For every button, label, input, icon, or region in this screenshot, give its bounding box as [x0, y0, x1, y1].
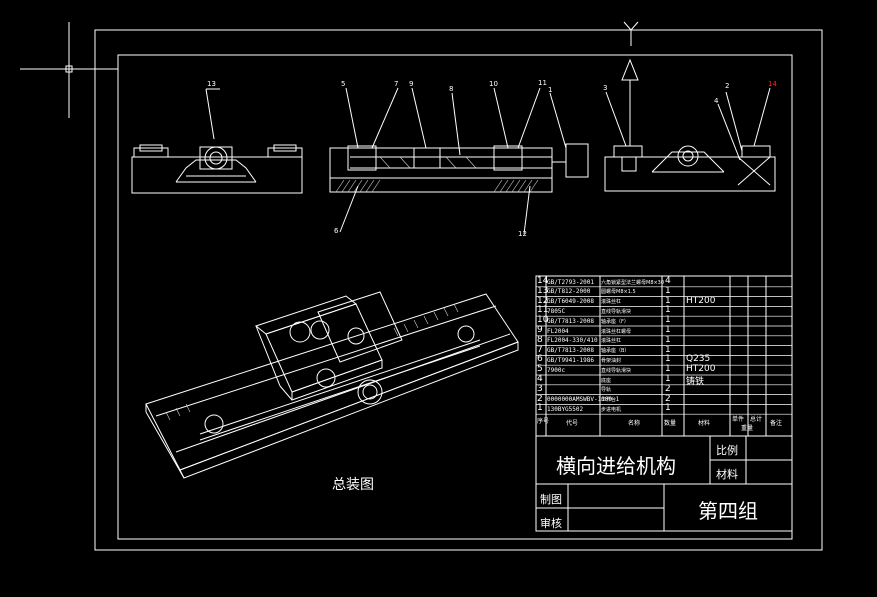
- bom-cell-code: GB/T7813-2008: [547, 347, 594, 355]
- bom-cell-code: GB/T6049-2008: [547, 298, 594, 306]
- balloon-13: 13: [207, 80, 216, 88]
- bom-cell-no: 14: [537, 276, 549, 286]
- scale-label: 比例: [716, 444, 738, 457]
- bom-cell-code: 0000000AMSWBV-1000-1: [547, 396, 620, 404]
- balloon-4: 4: [714, 97, 719, 105]
- balloon-7: 7: [394, 80, 399, 88]
- bom-cell-name: 轴承座（F）: [601, 318, 629, 325]
- bom-cell-name: 滚珠丝杠螺母: [601, 328, 632, 335]
- ucs-y-axis-icon: [623, 21, 639, 46]
- bom-cell-no: 13: [537, 285, 549, 296]
- bom-cell-no: 11: [537, 305, 549, 316]
- bom-cell-qty: 1: [665, 364, 671, 375]
- material-label: 材料: [716, 468, 738, 481]
- balloon-5: 5: [341, 80, 346, 88]
- crosshair-cursor-icon: [20, 22, 118, 118]
- isometric-assembly-view: [145, 291, 519, 479]
- balloon-11: 11: [538, 79, 547, 87]
- bom-cell-code: 130BYG5502: [547, 405, 584, 413]
- bom-table-grid: [535, 275, 793, 437]
- bom-cell-code: FL2004: [547, 327, 569, 335]
- bom-cell-material: HT200: [686, 364, 716, 375]
- bom-cell-qty: 1: [665, 334, 671, 345]
- bom-cell-name: 直线导轨滑块: [601, 367, 632, 374]
- group-name: 第四组: [698, 499, 758, 523]
- bom-cell-no: 2: [537, 393, 543, 404]
- bom-cell-no: 1: [537, 403, 543, 414]
- bom-cell-material: HT200: [686, 295, 716, 306]
- bom-cell-qty: 1: [665, 374, 671, 384]
- bom-cell-no: 9: [537, 325, 543, 335]
- bom-cell-material: Q235: [686, 354, 711, 365]
- outer-frame: [94, 29, 823, 551]
- bom-cell-name: 六角锁紧型法兰螺母M8×30: [601, 279, 665, 286]
- bom-cell-code: GB/T9941-1986: [547, 356, 594, 364]
- bom-header-name: 名称: [628, 420, 641, 427]
- bom-cell-code: GB/T812-2000: [547, 288, 591, 296]
- bom-header-total: 总计: [750, 416, 763, 423]
- drawing-title: 横向进给机构: [556, 454, 676, 478]
- bom-cell-qty: 1: [665, 295, 671, 306]
- bom-header-material: 材料: [698, 420, 711, 427]
- bom-cell-qty: 1: [665, 325, 671, 335]
- bom-cell-code: FL2004-330/410: [547, 337, 598, 345]
- balloon-8: 8: [449, 85, 454, 93]
- bom-cell-code: 7900c: [547, 366, 566, 374]
- bom-cell-qty: 1: [665, 305, 671, 316]
- balloon-6: 6: [334, 227, 339, 235]
- bom-cell-qty: 1: [665, 285, 671, 296]
- bom-cell-material: 铸铁: [686, 377, 705, 387]
- balloon-10: 10: [489, 80, 498, 88]
- bom-header-code: 代号: [566, 420, 579, 427]
- bom-header-no: 序号: [537, 418, 550, 425]
- bom-row-lines: [536, 286, 792, 415]
- bom-cell-name: 圆螺母M8×1.5: [601, 289, 636, 296]
- balloon-3: 3: [603, 84, 608, 92]
- checked-by-label: 审核: [540, 517, 562, 530]
- bom-cell-qty: 1: [665, 403, 671, 414]
- bom-cell-qty: 1: [665, 315, 671, 326]
- bom-cell-qty: 1: [665, 354, 671, 365]
- bom-cell-code: 7805C: [547, 307, 566, 315]
- bom-cell-no: 3: [537, 383, 543, 394]
- bom-header-single: 单件: [732, 416, 745, 423]
- assembly-caption: 总装图: [332, 477, 374, 493]
- balloon-12: 12: [518, 230, 527, 238]
- bom-cell-no: 5: [537, 364, 543, 375]
- bom-cell-no: 10: [537, 315, 549, 326]
- bom-cell-no: 8: [537, 334, 543, 345]
- bom-cell-no: 4: [537, 374, 543, 384]
- balloon-9: 9: [409, 80, 414, 88]
- bom-cell-code: GB/T2793-2001: [547, 278, 594, 286]
- side-view-right: [604, 58, 776, 192]
- bom-cell-no: 12: [537, 295, 549, 306]
- bom-cell-qty: 1: [665, 344, 671, 355]
- bom-cell-name: 直线导轨滑块: [601, 308, 632, 315]
- balloon-1: 1: [548, 86, 553, 94]
- front-view-left: [131, 88, 303, 194]
- bom-cell-name: 滚珠丝杠: [601, 338, 622, 345]
- bom-cell-code: GB/T7813-2008: [547, 317, 594, 325]
- section-view-middle: [329, 87, 589, 235]
- drawn-by-label: 制图: [540, 493, 562, 506]
- bom-cell-name: 骨架油封: [601, 357, 622, 364]
- bom-cell-qty: 2: [665, 393, 671, 404]
- title-block-grid: [535, 435, 793, 532]
- bom-cell-name: 滚珠丝杠: [601, 299, 622, 306]
- bom-cell-name: 轴承座（B）: [601, 348, 630, 355]
- bom-cell-qty: 4: [665, 276, 671, 286]
- bom-cell-qty: 2: [665, 383, 671, 394]
- bom-cell-name: 导轨: [601, 387, 612, 394]
- bom-cell-name: 工作台: [601, 397, 617, 404]
- balloon-2: 2: [725, 82, 730, 90]
- bom-header-remark: 备注: [770, 420, 783, 427]
- bom-cell-name: 步进电机: [601, 406, 622, 413]
- bom-cell-name: 底座: [601, 377, 612, 384]
- bom-header-weight: 重量: [741, 425, 754, 432]
- balloon-14: 14: [768, 80, 777, 88]
- bom-header-qty: 数量: [664, 420, 677, 427]
- bom-cell-no: 7: [537, 344, 543, 355]
- bom-cell-no: 6: [537, 354, 543, 365]
